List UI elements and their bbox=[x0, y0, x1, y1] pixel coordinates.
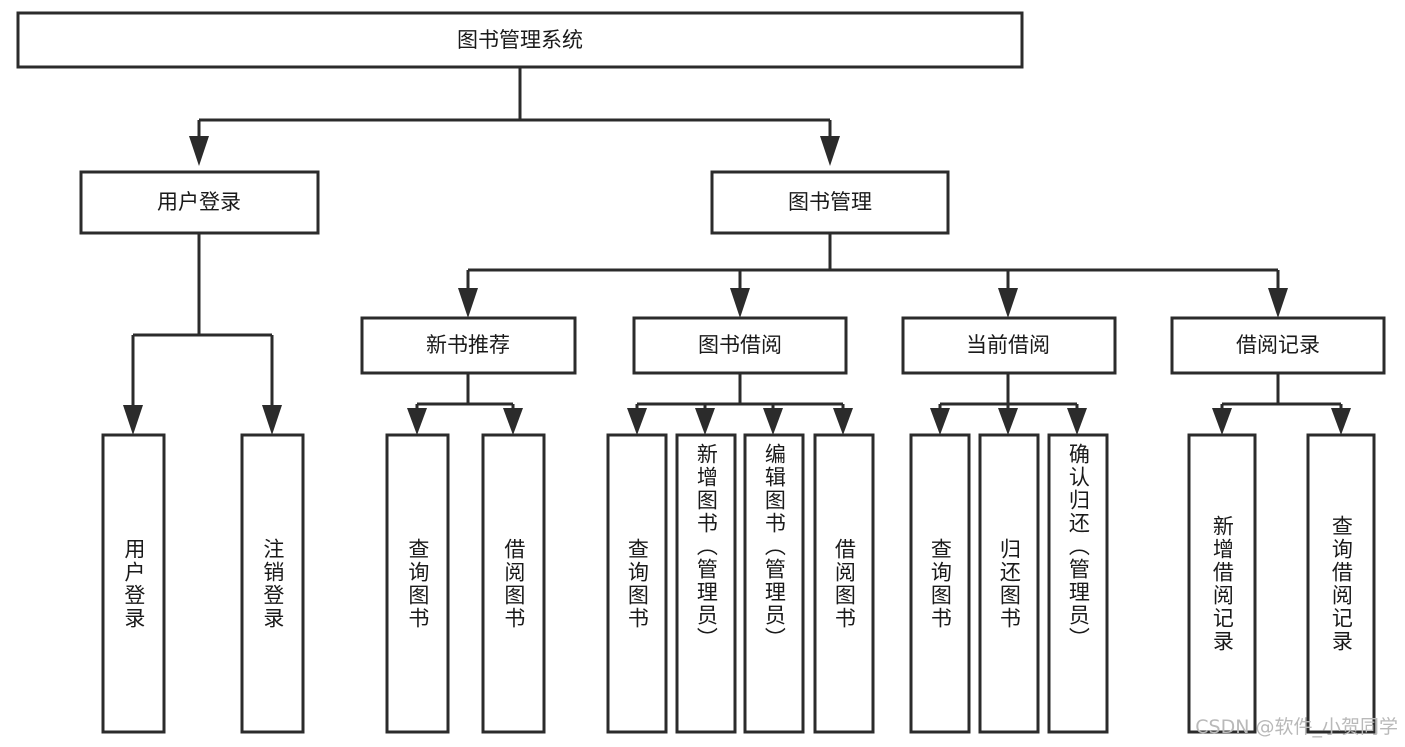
arrow-br-leaf-2 bbox=[1331, 408, 1351, 435]
node-book-borrow[interactable]: 图书借阅 bbox=[632, 316, 848, 375]
connector-current-borrow-to-leaves bbox=[930, 373, 1087, 435]
book-borrow-label: 图书借阅 bbox=[698, 333, 782, 357]
node-user-login[interactable]: 用户登录 bbox=[79, 170, 320, 235]
node-root[interactable]: 图书管理系统 bbox=[16, 11, 1024, 69]
user-login-box[interactable] bbox=[79, 170, 320, 235]
arrow-bb-leaf-2 bbox=[695, 408, 715, 435]
leaf-box-current-borrow-1[interactable] bbox=[909, 433, 971, 734]
node-new-book[interactable]: 新书推荐 bbox=[360, 316, 577, 375]
borrow-record-label: 借阅记录 bbox=[1236, 333, 1320, 357]
node-borrow-record[interactable]: 借阅记录 bbox=[1170, 316, 1386, 375]
leaf-box-borrow-record-2[interactable] bbox=[1306, 433, 1376, 734]
leaf-box-current-borrow-2[interactable] bbox=[978, 433, 1040, 734]
leaf-box-book-borrow-4[interactable] bbox=[813, 433, 875, 734]
arrow-to-leaf-user-login bbox=[123, 405, 143, 435]
arrow-cb-leaf-3 bbox=[1067, 408, 1087, 435]
leaf-box-current-borrow-3[interactable] bbox=[1047, 433, 1109, 734]
node-book-management[interactable]: 图书管理 bbox=[710, 170, 950, 235]
connector-borrow-record-to-leaves bbox=[1212, 373, 1351, 435]
arrow-to-book-borrow bbox=[730, 288, 750, 318]
leaf-box-book-borrow-3[interactable] bbox=[743, 433, 805, 734]
arrow-cb-leaf-2 bbox=[998, 408, 1018, 435]
leaf-box-new-book-1[interactable] bbox=[385, 433, 450, 734]
leaf-box-borrow-record-1[interactable] bbox=[1187, 433, 1257, 734]
arrow-to-book-management bbox=[820, 136, 840, 166]
arrow-nb-leaf-2 bbox=[503, 408, 523, 435]
arrow-to-new-book bbox=[458, 288, 478, 318]
new-book-label: 新书推荐 bbox=[426, 333, 510, 357]
leaf-box-user-login-2[interactable] bbox=[240, 433, 305, 734]
arrow-to-borrow-record bbox=[1268, 288, 1288, 318]
current-borrow-box[interactable] bbox=[901, 316, 1117, 375]
arrow-nb-leaf-1 bbox=[407, 408, 427, 435]
connector-root-to-level2 bbox=[189, 67, 840, 166]
leaf-box-book-borrow-1[interactable] bbox=[606, 433, 668, 734]
current-borrow-label: 当前借阅 bbox=[966, 333, 1050, 357]
arrow-cb-leaf-1 bbox=[930, 408, 950, 435]
connector-book-management-to-level3 bbox=[458, 233, 1288, 318]
new-book-box[interactable] bbox=[360, 316, 577, 375]
connector-user-login-to-leaves bbox=[123, 233, 282, 435]
connector-new-book-to-leaves bbox=[407, 373, 523, 435]
arrow-bb-leaf-3 bbox=[763, 408, 783, 435]
leaf-box-user-login-1[interactable] bbox=[101, 433, 166, 734]
leaf-box-book-borrow-2[interactable] bbox=[675, 433, 737, 734]
leaf-box-new-book-2[interactable] bbox=[481, 433, 546, 734]
arrow-bb-leaf-4 bbox=[833, 408, 853, 435]
arrow-to-leaf-logout bbox=[262, 405, 282, 435]
connector-book-borrow-to-leaves bbox=[627, 373, 853, 435]
root-label: 图书管理系统 bbox=[457, 28, 583, 52]
arrow-br-leaf-1 bbox=[1212, 408, 1232, 435]
watermark-label: CSDN @软件_小贺同学 bbox=[1195, 716, 1398, 738]
node-current-borrow[interactable]: 当前借阅 bbox=[901, 316, 1117, 375]
user-login-label: 用户登录 bbox=[157, 190, 241, 214]
book-management-label: 图书管理 bbox=[788, 190, 872, 214]
arrow-bb-leaf-1 bbox=[627, 408, 647, 435]
arrow-to-user-login bbox=[189, 136, 209, 166]
arrow-to-current-borrow bbox=[998, 288, 1018, 318]
root-box[interactable] bbox=[16, 11, 1024, 69]
